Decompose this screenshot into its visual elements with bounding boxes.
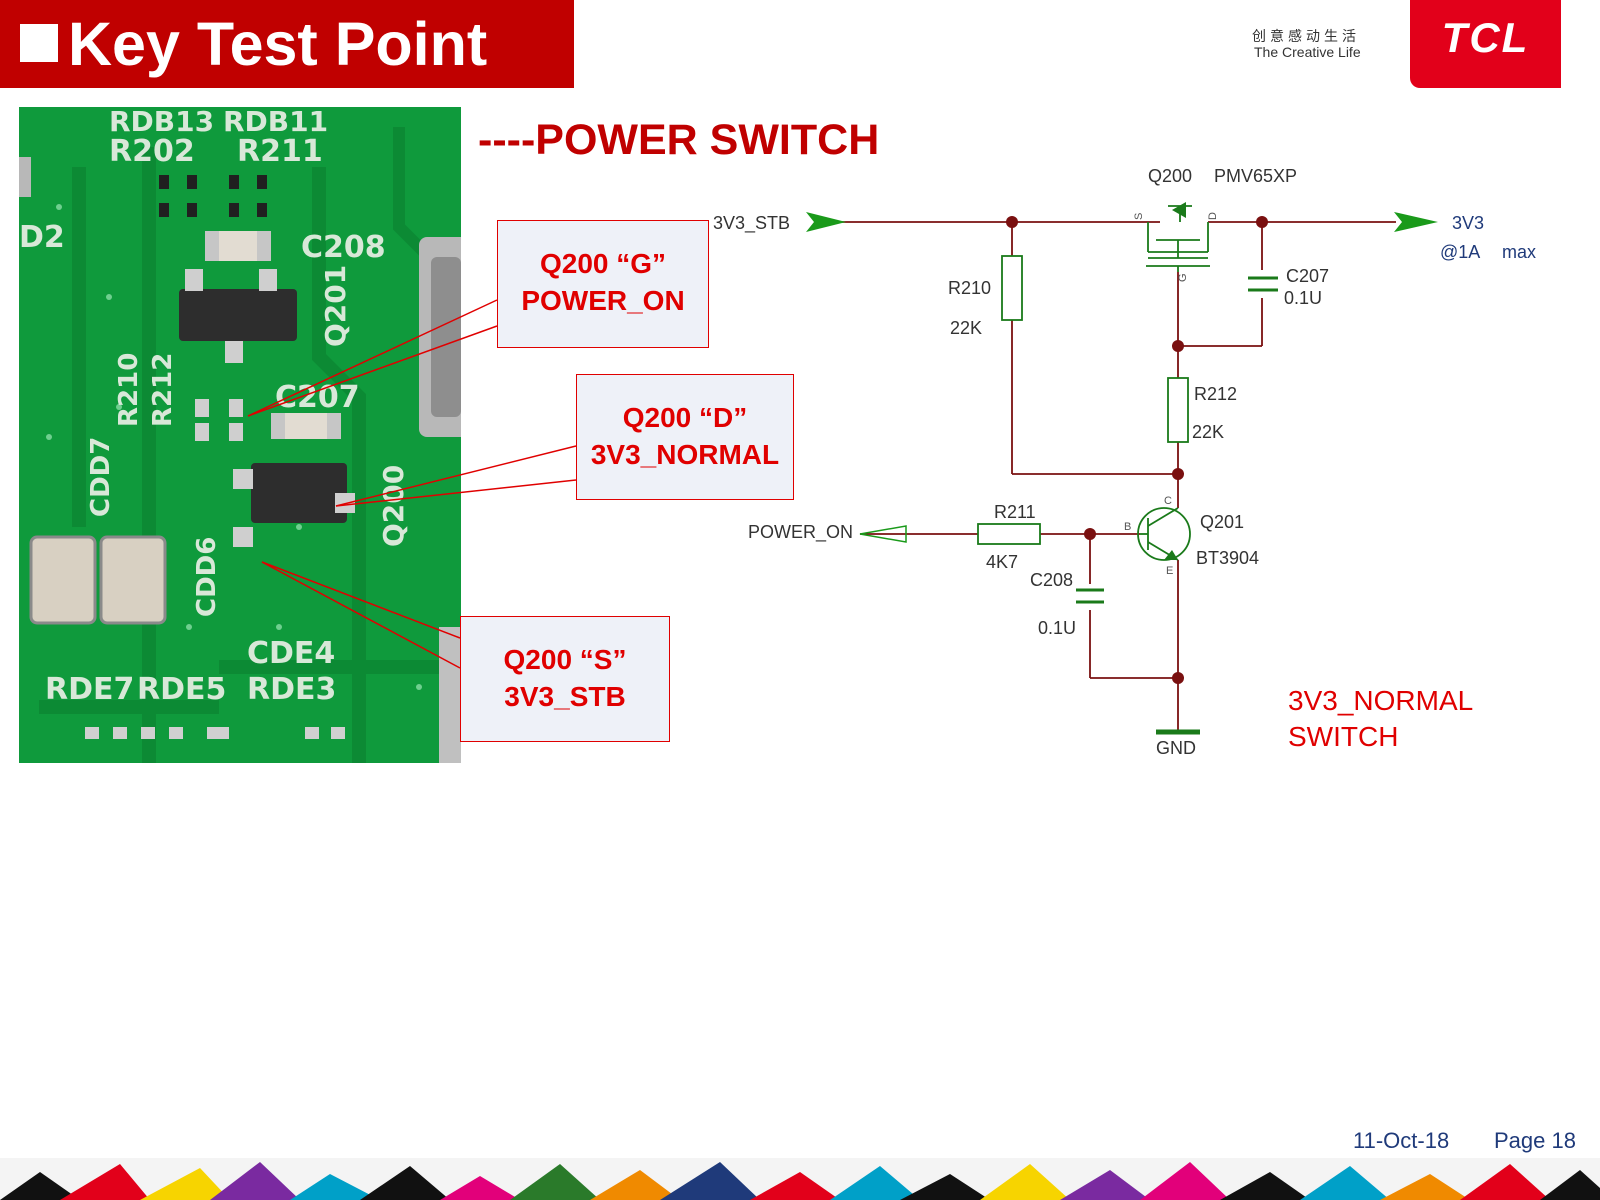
- callout-q200-s-line2: 3V3_STB: [504, 681, 626, 712]
- q200-part: PMV65XP: [1214, 166, 1297, 186]
- q201-ref: Q201: [1200, 512, 1244, 532]
- q201-transistor-symbol: [1137, 507, 1191, 561]
- r211-resistor-symbol: [977, 523, 1041, 545]
- section-title: ----POWER SWITCH: [478, 116, 880, 164]
- pcb-label-r212: R212: [148, 353, 178, 427]
- pcb-label-q200: Q200: [377, 465, 410, 547]
- c208-value: 0.1U: [1038, 618, 1076, 638]
- pcb-label-q201: Q201: [319, 265, 352, 347]
- footer-date: 11-Oct-18: [1353, 1128, 1450, 1153]
- r211-ref: R211: [994, 502, 1036, 522]
- q200-pin-d: D: [1207, 212, 1219, 220]
- power-on-port-icon: [859, 525, 907, 543]
- note-line1: 3V3_NORMAL: [1288, 685, 1473, 716]
- q200-pin-s: S: [1133, 213, 1145, 220]
- input-arrow-icon: [806, 212, 846, 232]
- pcb-label-r211: R211: [237, 134, 323, 169]
- callout-q200-s: Q200 “S” 3V3_STB: [460, 616, 670, 742]
- decorative-footer-band: [0, 1158, 1600, 1200]
- input-net-3v3-stb: 3V3_STB: [713, 213, 790, 234]
- pcb-label-c208: C208: [301, 230, 386, 265]
- pcb-label-d2: D2: [19, 220, 65, 255]
- r212-ref: R212: [1194, 384, 1237, 404]
- r212-resistor-symbol: [1167, 377, 1189, 443]
- gnd-label: GND: [1156, 738, 1196, 758]
- r210-value: 22K: [950, 318, 982, 338]
- note-line2: SWITCH: [1288, 721, 1398, 752]
- bullet-square-icon: [20, 24, 58, 62]
- pcb-label-r202: R202: [109, 134, 195, 169]
- c208-ref: C208: [1030, 570, 1073, 590]
- pcb-label-cde4: CDE4: [247, 636, 335, 671]
- pcb-label-rdb13: RDB13: [109, 107, 214, 138]
- pcb-label-cdd6: CDD6: [192, 537, 222, 617]
- pcb-photo: RDB13 RDB11 R202 R211 D2 C208 Q201 R210 …: [19, 107, 461, 763]
- callout-q200-g-line2: POWER_ON: [521, 285, 685, 316]
- c208-capacitor-symbol: [1076, 588, 1104, 604]
- q200-mosfet-symbol: [1146, 205, 1210, 272]
- q200-ref: Q200: [1148, 166, 1192, 186]
- c207-capacitor-symbol: [1248, 276, 1278, 292]
- callout-q200-g-line1: Q200 “G”: [539, 248, 667, 279]
- pcb-label-cdd7: CDD7: [86, 437, 116, 517]
- output-max: max: [1502, 242, 1536, 262]
- callout-q200-d: Q200 “D” 3V3_NORMAL: [576, 374, 794, 500]
- q201-pin-c: C: [1164, 495, 1172, 507]
- pcb-label-rdb11: RDB11: [223, 107, 328, 138]
- callout-q200-s-line1: Q200 “S”: [503, 644, 627, 675]
- pcb-label-rde3: RDE3: [247, 672, 336, 707]
- pcb-label-rde5: RDE5: [137, 672, 226, 707]
- slogan-chinese: 创意感动生活: [1252, 28, 1360, 44]
- page-title: Key Test Point: [68, 10, 488, 78]
- callout-q200-g: Q200 “G” POWER_ON: [497, 220, 709, 348]
- output-arrow-icon: [1394, 212, 1438, 232]
- pcb-label-rde7: RDE7: [45, 672, 134, 707]
- output-net-3v3: 3V3: [1452, 213, 1484, 233]
- c207-value: 0.1U: [1284, 288, 1322, 308]
- title-bar: Key Test Point: [0, 0, 574, 88]
- output-current: @1A: [1440, 242, 1480, 262]
- q200-pin-g: G: [1177, 273, 1189, 282]
- q201-pin-e: E: [1166, 565, 1173, 577]
- junction-dots: [1006, 216, 1268, 684]
- power-on-net: POWER_ON: [748, 522, 853, 543]
- callout-q200-d-line1: Q200 “D”: [622, 402, 748, 433]
- r210-ref: R210: [948, 278, 991, 298]
- c207-ref: C207: [1286, 266, 1329, 286]
- logo-text: TCL: [1441, 14, 1530, 61]
- tcl-logo: TCL: [1410, 0, 1561, 88]
- q201-pin-b: B: [1124, 521, 1131, 533]
- callout-q200-d-line2: 3V3_NORMAL: [590, 439, 780, 470]
- q201-part: BT3904: [1196, 548, 1259, 568]
- r212-value: 22K: [1192, 422, 1224, 442]
- footer-page-number: Page 18: [1494, 1128, 1576, 1153]
- slogan-english: The Creative Life: [1254, 44, 1361, 60]
- pcb-label-r210: R210: [114, 353, 144, 427]
- schematic-wires: [820, 221, 1396, 732]
- r211-value: 4K7: [986, 552, 1018, 572]
- r210-resistor-symbol: [1001, 255, 1023, 321]
